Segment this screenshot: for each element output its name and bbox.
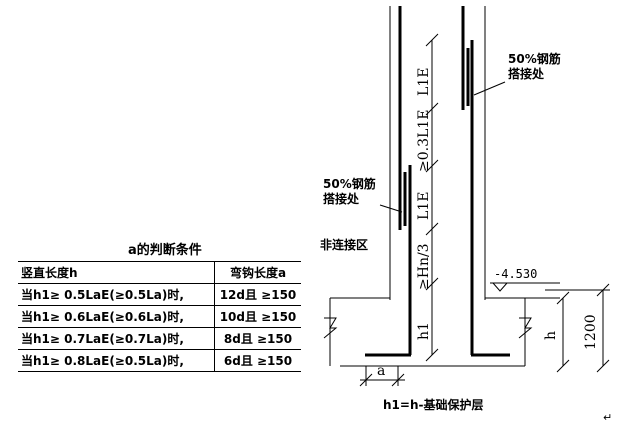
elevation-triangle bbox=[492, 282, 508, 292]
condition-cell: 当h1≥ 0.5LaE(≥0.5La)时, bbox=[18, 283, 215, 306]
elevation-label: -4.530 bbox=[494, 267, 538, 281]
condition-cell: 当h1≥ 0.8LaE(≥0.5La)时, bbox=[18, 349, 215, 372]
hook-value-cell: 6d且 ≥150 bbox=[214, 349, 301, 372]
splice-label-upper: 50%钢筋 搭接处 bbox=[508, 52, 561, 81]
paragraph-mark-icon: ↵ bbox=[603, 411, 613, 424]
condition-table-header: 竖直长度h 弯钩长度a bbox=[18, 261, 301, 284]
table-row: 当h1≥ 0.6LaE(≥0.6La)时, 10d且 ≥150 bbox=[18, 305, 301, 328]
dim-h1-label: h1 bbox=[416, 322, 432, 340]
splice-leader-lower bbox=[379, 204, 403, 213]
non-splice-zone-label: 非连接区 bbox=[320, 238, 369, 252]
splice-leader-upper bbox=[473, 81, 506, 96]
break-mark-right bbox=[518, 317, 533, 339]
condition-cell: 当h1≥ 0.7LaE(≥0.7La)时, bbox=[18, 327, 215, 350]
condition-table-title: a的判断条件 bbox=[128, 243, 202, 258]
dim-03l1e-label: ≥0.3L1E bbox=[416, 109, 432, 172]
header-vertical-length: 竖直长度h bbox=[18, 261, 215, 284]
formula-label: h1=h-基础保护层 bbox=[383, 398, 484, 412]
condition-cell: 当h1≥ 0.6LaE(≥0.6La)时, bbox=[18, 305, 215, 328]
dim-ticks-left bbox=[425, 33, 439, 362]
dim-a-label: a bbox=[377, 363, 386, 379]
dim-h-label: h bbox=[543, 330, 559, 340]
dim-1200-label: 1200 bbox=[583, 314, 599, 350]
table-row: 当h1≥ 0.8LaE(≥0.5La)时, 6d且 ≥150 bbox=[18, 349, 301, 372]
header-hook-length: 弯钩长度a bbox=[214, 261, 301, 284]
dim-l1e-lower-label: L1E bbox=[416, 191, 432, 220]
hook-value-cell: 12d且 ≥150 bbox=[214, 283, 301, 306]
table-row: 当h1≥ 0.5LaE(≥0.5La)时, 12d且 ≥150 bbox=[18, 283, 301, 306]
condition-table: 竖直长度h 弯钩长度a 当h1≥ 0.5LaE(≥0.5La)时, 12d且 ≥… bbox=[18, 261, 301, 372]
break-mark-left bbox=[323, 317, 338, 339]
dim-hn3-label: ≥Hn/3 bbox=[416, 243, 432, 290]
splice-label-lower: 50%钢筋 搭接处 bbox=[323, 177, 376, 206]
hook-value-cell: 8d且 ≥150 bbox=[214, 327, 301, 350]
table-row: 当h1≥ 0.7LaE(≥0.7La)时, 8d且 ≥150 bbox=[18, 327, 301, 350]
hook-value-cell: 10d且 ≥150 bbox=[214, 305, 301, 328]
dim-l1e-upper-label: L1E bbox=[416, 67, 432, 96]
